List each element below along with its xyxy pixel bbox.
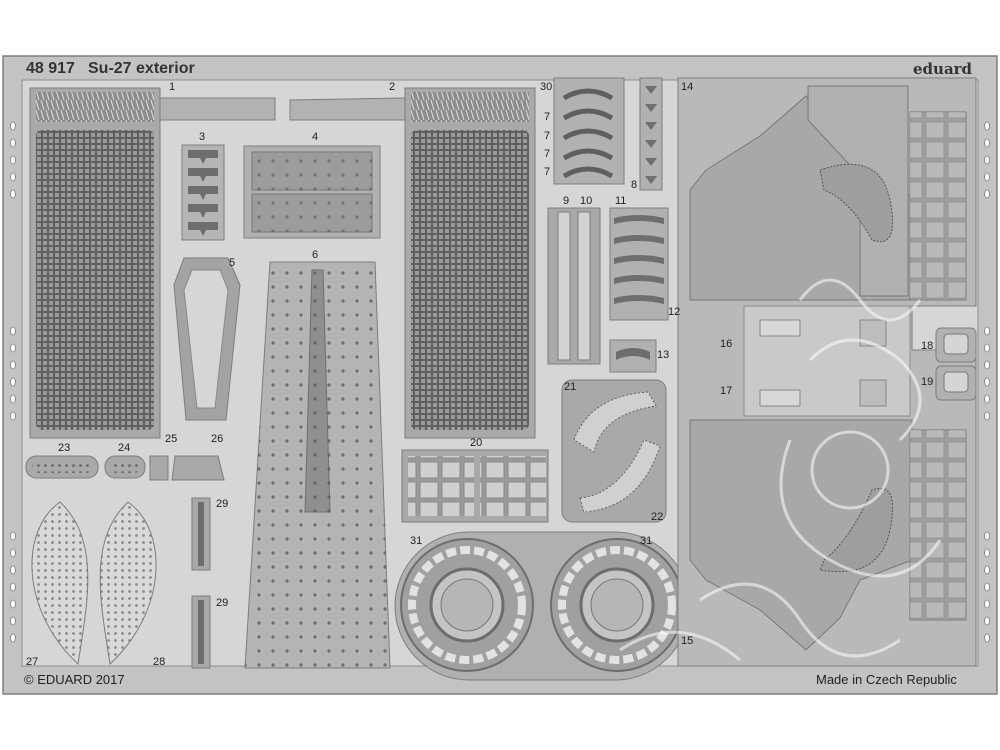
parts-7-30-handles [553,77,625,185]
part-label: 18 [921,340,934,352]
part-label: 4 [312,131,319,143]
parts-23-26 [25,455,225,481]
part-8-tabs [639,77,663,191]
parts-9-10-rails [547,207,601,365]
part-label: 2 [389,81,396,93]
part-label: 12 [668,306,681,318]
parts-31-rings [394,531,690,681]
part-label: 3 [199,131,206,143]
parts-27-28 [31,501,157,666]
part-label: 23 [58,442,71,454]
kit-code: 48 917 [26,60,75,77]
part-label: 21 [564,381,577,393]
part-4-panel [243,145,381,239]
part-label: 7 [544,130,551,142]
part-label: 11 [615,195,627,207]
part-label: 26 [211,433,224,445]
part-label: 5 [229,257,236,269]
kit-title: Su-27 exterior [88,60,195,77]
parts-11-12-hinges [609,207,669,321]
part-label: 20 [470,437,483,449]
part-label: 29 [216,498,229,510]
parts-29 [191,497,211,669]
part-label: 7 [544,166,551,178]
part-label: 31 [410,535,423,547]
part-label: 10 [580,195,593,207]
part-label: 17 [720,385,733,397]
part-label: 13 [657,349,670,361]
part-label: 27 [26,656,39,668]
part-mesh-right [404,87,536,439]
part-6-long-panel [244,261,391,669]
part-label: 29 [216,597,229,609]
part-label: 1 [169,81,176,93]
part-mesh-left [29,87,161,439]
part-label: 24 [118,442,131,454]
part-label: 19 [921,376,934,388]
part-label: 31 [640,535,653,547]
part-label: 30 [540,81,553,93]
part-label: 9 [563,195,570,207]
part-label: 28 [153,656,166,668]
part-label: 15 [681,635,694,647]
parts-18-19 [935,327,977,401]
part-3-brackets [181,144,225,241]
part-label: 7 [544,148,551,160]
side-holes [10,121,990,643]
origin-text: Made in Czech Republic [816,672,957,687]
part-label: 8 [631,179,638,191]
part-strips-1-2 [159,97,406,121]
part-label: 14 [681,81,694,93]
part-label: 7 [544,111,551,123]
eduard-logo-watermark [619,278,942,662]
part-20-grids [401,449,549,523]
part-label: 25 [165,433,178,445]
part-label: 16 [720,338,733,350]
part-label: 22 [651,511,664,523]
part-5-frame [173,257,241,421]
part-13 [609,339,657,373]
copyright-text: © EDUARD 2017 [24,672,125,687]
parts-21-22-curves [561,379,667,523]
part-label: 6 [312,249,319,261]
parts-14-15-flaps [677,77,977,667]
brand-logo-text: eduard [913,60,973,78]
